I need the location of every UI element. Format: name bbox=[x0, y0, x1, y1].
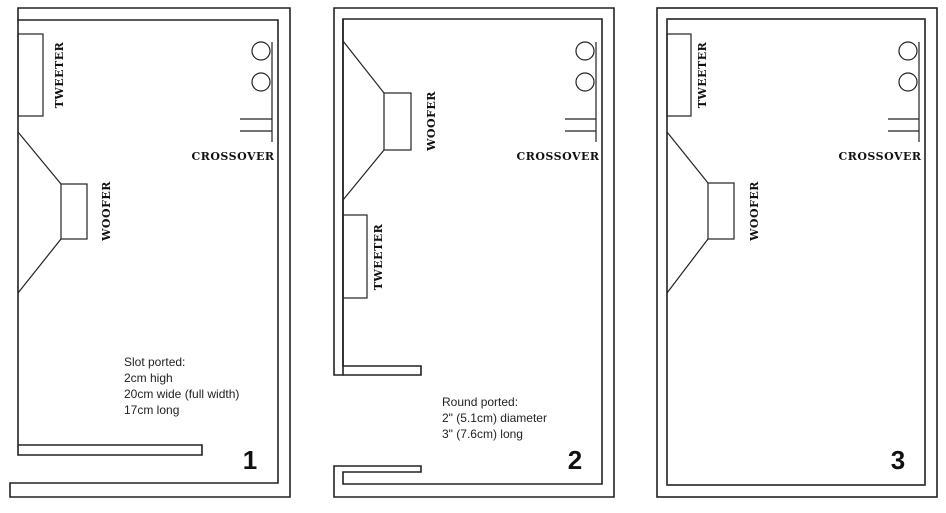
design-2-crossover-cap-2 bbox=[575, 72, 595, 92]
design-2-crossover-cap-1 bbox=[575, 41, 595, 61]
design-2-note-line-2: 2" (5.1cm) diameter bbox=[442, 411, 547, 425]
design-1-note-line-3: 20cm wide (full width) bbox=[124, 387, 239, 401]
design-1-woofer-cone-bottom bbox=[17, 238, 62, 294]
design-3-woofer-cone-top bbox=[666, 131, 709, 184]
design-1-crossover-cap-1 bbox=[251, 41, 271, 61]
design-3-tweeter-label: TWEETER bbox=[696, 41, 709, 108]
design-2-tweeter bbox=[342, 214, 368, 299]
design-2-enclosure: TWEETER WOOFER CROSSOVER Round ported: 2… bbox=[333, 7, 615, 498]
design-2-woofer-cone-bottom bbox=[342, 149, 385, 201]
design-3-number: 3 bbox=[891, 445, 905, 475]
design-3-crossover-label: CROSSOVER bbox=[838, 150, 921, 163]
design-3-crossover-cap-1 bbox=[898, 41, 918, 61]
design-1-note-line-4: 17cm long bbox=[124, 403, 179, 417]
design-3-inner-wall bbox=[666, 18, 926, 486]
design-2-note-line-3: 3" (7.6cm) long bbox=[442, 427, 523, 441]
design-1-enclosure: TWEETER WOOFER CROSSOVER Slot ported: 2c… bbox=[9, 7, 291, 498]
design-1-slot-port-wall bbox=[17, 20, 203, 456]
design-3-crossover-cap-2 bbox=[898, 72, 918, 92]
design-1-woofer-cone-top bbox=[17, 131, 62, 185]
design-3-woofer-label: WOOFER bbox=[748, 181, 761, 242]
design-1-crossover-cap-2 bbox=[251, 72, 271, 92]
design-3-outer-wall bbox=[656, 7, 938, 498]
design-2-port-tube bbox=[342, 19, 422, 376]
design-2-woofer-cone-top bbox=[342, 40, 385, 94]
design-3-woofer-cone-bottom bbox=[666, 238, 709, 294]
design-1-number: 1 bbox=[243, 445, 257, 475]
design-1-tweeter bbox=[17, 33, 44, 117]
design-3-enclosure: TWEETER WOOFER CROSSOVER 3 bbox=[656, 7, 938, 498]
design-1-woofer-label: WOOFER bbox=[100, 181, 113, 242]
design-1-note-line-2: 2cm high bbox=[124, 371, 173, 385]
design-1-woofer bbox=[60, 183, 88, 240]
design-2-crossover-label: CROSSOVER bbox=[516, 150, 599, 163]
design-2-number: 2 bbox=[568, 445, 582, 475]
design-1-crossover-label: CROSSOVER bbox=[191, 150, 274, 163]
design-2-woofer-label: WOOFER bbox=[425, 91, 438, 152]
design-1-note-line-1: Slot ported: bbox=[124, 355, 185, 369]
design-2-tweeter-label: TWEETER bbox=[372, 223, 385, 290]
design-2-woofer bbox=[383, 92, 412, 151]
design-3-tweeter bbox=[666, 33, 692, 117]
design-3-woofer bbox=[707, 182, 735, 240]
design-2-note-line-1: Round ported: bbox=[442, 395, 518, 409]
design-1-outer-wall bbox=[9, 7, 291, 498]
design-1-tweeter-label: TWEETER bbox=[53, 41, 66, 108]
